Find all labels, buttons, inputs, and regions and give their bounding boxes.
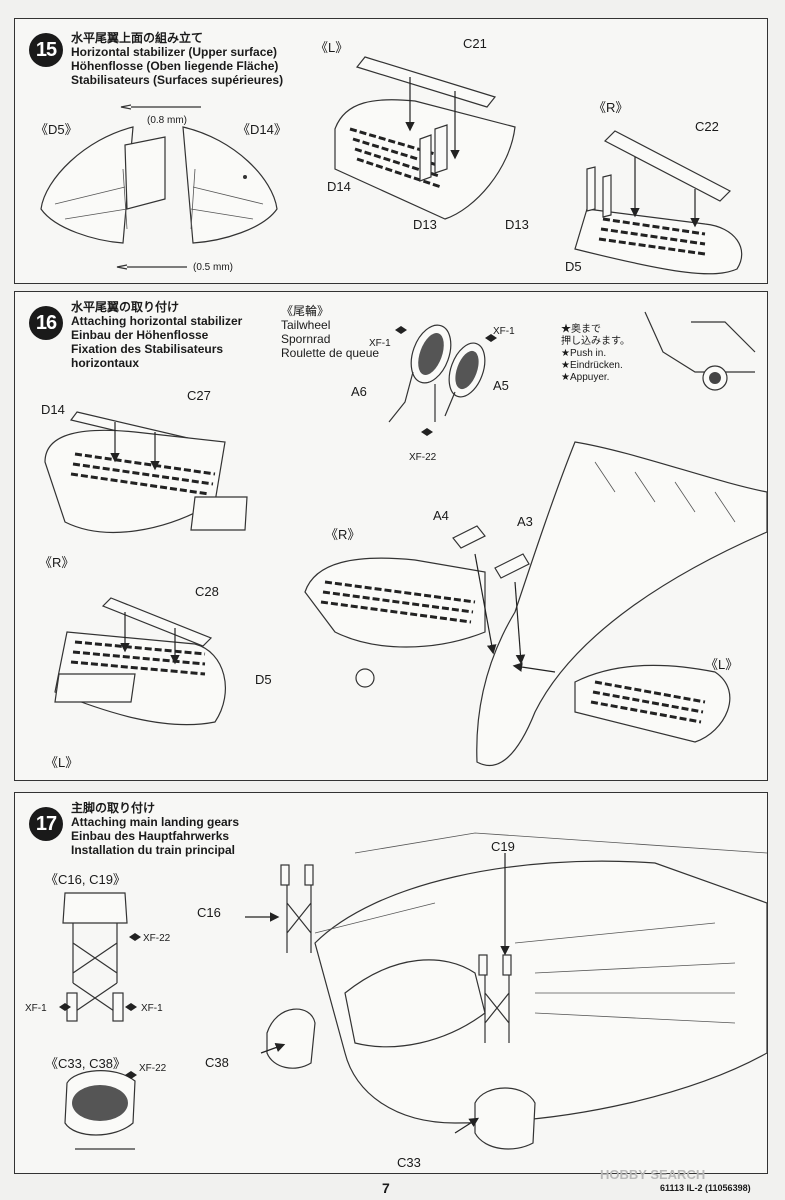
title-jp: 水平尾翼の取り付け	[71, 300, 180, 314]
step-title: 主脚の取り付け Attaching main landing gears Ein…	[71, 801, 239, 857]
part-c22: C22	[695, 119, 719, 134]
view-label-d14: 《D14》	[237, 122, 287, 137]
drill-size-top: (0.8 mm)	[147, 115, 187, 126]
view-label-d5: 《D5》	[35, 122, 78, 137]
part-d5: D5	[255, 672, 272, 687]
part-c38: C38	[205, 1055, 229, 1070]
part-c28: C28	[195, 584, 219, 599]
step-16-panel: 16 水平尾翼の取り付け Attaching horizontal stabil…	[14, 291, 768, 781]
step-number: 15	[29, 33, 63, 67]
part-c27: C27	[187, 388, 211, 403]
side-label-l-1: 《L》	[45, 755, 79, 770]
step-16-illustration	[44, 311, 767, 767]
part-c21: C21	[463, 36, 487, 51]
sub-label-c33-c38: 《C33, C38》	[45, 1056, 126, 1071]
title-de: Einbau des Hauptfahrwerks	[71, 829, 230, 843]
paint-xf1-b: XF-1	[493, 326, 515, 337]
push-en: ★Push in.	[561, 348, 607, 359]
step-title: 水平尾翼上面の組み立て Horizontal stabilizer (Upper…	[71, 31, 283, 87]
product-code: 61113 IL-2 (11056398)	[660, 1183, 751, 1193]
part-a4: A4	[433, 508, 449, 523]
step-number: 16	[29, 306, 63, 340]
part-c33: C33	[397, 1155, 421, 1170]
page-number: 7	[382, 1180, 390, 1196]
part-d5: D5	[565, 259, 582, 274]
tailwheel-caption: 《尾輪》 Tailwheel Spornrad Roulette de queu…	[281, 304, 379, 360]
paint-xf22: XF-22	[409, 452, 437, 463]
part-a6: A6	[351, 384, 367, 399]
step-title: 水平尾翼の取り付け Attaching horizontal stabilize…	[71, 300, 242, 370]
step-number: 17	[29, 807, 63, 841]
watermark: HOBBY SEARCH	[600, 1167, 706, 1182]
paint-xf22-b: XF-22	[139, 1063, 167, 1074]
title-en: Attaching horizontal stabilizer	[71, 314, 243, 328]
side-label-l: 《L》	[315, 40, 349, 55]
tailwheel-de: Spornrad	[281, 332, 331, 346]
tailwheel-jp: 《尾輪》	[281, 304, 330, 318]
paint-xf1-b: XF-1	[141, 1003, 163, 1014]
step-15-panel: 15 水平尾翼上面の組み立て Horizontal stabilizer (Up…	[14, 18, 768, 284]
part-d13-b: D13	[505, 217, 529, 232]
part-c16: C16	[197, 905, 221, 920]
part-a5: A5	[493, 378, 509, 393]
drill-size-bottom: (0.5 mm)	[193, 262, 233, 273]
title-en: Horizontal stabilizer (Upper surface)	[71, 45, 278, 59]
title-en: Attaching main landing gears	[71, 815, 240, 829]
step-15-illustration	[40, 56, 743, 275]
step-17-panel: 17 主脚の取り付け Attaching main landing gears …	[14, 792, 768, 1174]
side-label-r-1: 《R》	[39, 555, 75, 570]
title-fr: Fixation des Stabilisateurs	[71, 342, 224, 356]
sub-label-c16-c19: 《C16, C19》	[45, 872, 126, 887]
title-de: Einbau der Höhenflosse	[71, 328, 209, 342]
side-label-r-2: 《R》	[325, 527, 361, 542]
push-fr: ★Appuyer.	[561, 372, 610, 383]
title-fr: Stabilisateurs (Surfaces supérieures)	[71, 73, 284, 87]
tailwheel-fr: Roulette de queue	[281, 346, 380, 360]
title-jp: 水平尾翼上面の組み立て	[71, 31, 204, 45]
part-c19: C19	[491, 839, 515, 854]
part-d14: D14	[41, 402, 65, 417]
tailwheel-en: Tailwheel	[281, 318, 331, 332]
part-d14: D14	[327, 179, 351, 194]
title-fr: Installation du train principal	[71, 843, 236, 857]
push-jp-1: ★奥まで	[561, 324, 601, 335]
paint-xf1-a: XF-1	[369, 338, 391, 349]
push-in-note: ★奥まで 押し込みます。 ★Push in. ★Eindrücken. ★App…	[561, 324, 630, 384]
paint-xf22-a: XF-22	[143, 933, 171, 944]
title-de: Höhenflosse (Oben liegende Fläche)	[71, 59, 279, 73]
part-a3: A3	[517, 514, 533, 529]
push-jp-2: 押し込みます。	[561, 336, 630, 347]
paint-xf1-a: XF-1	[25, 1003, 47, 1014]
step-17-illustration	[59, 832, 767, 1150]
title-fr-2: horizontaux	[71, 356, 139, 370]
part-d13-a: D13	[413, 217, 437, 232]
side-label-r: 《R》	[593, 100, 629, 115]
push-de: ★Eindrücken.	[561, 360, 623, 371]
title-jp: 主脚の取り付け	[71, 801, 156, 815]
side-label-l-2: 《L》	[705, 657, 739, 672]
